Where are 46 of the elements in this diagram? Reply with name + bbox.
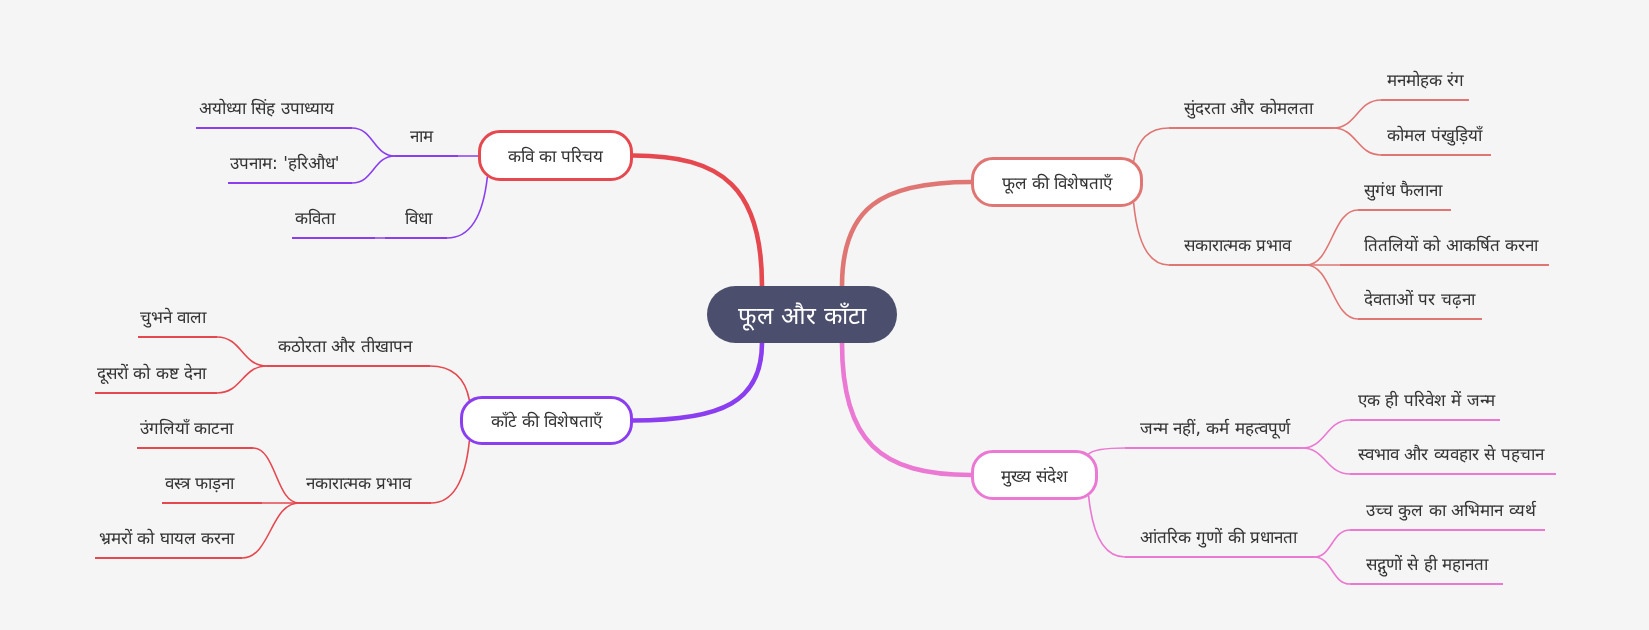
- branch-label: कठोरता और तीखापन: [267, 336, 430, 367]
- branch-label: उच्च कुल का अभिमान व्यर्थ: [1350, 500, 1545, 531]
- branch-label: सुंदरता और कोमलता: [1169, 98, 1333, 129]
- topic-box: कवि का परिचय: [478, 130, 633, 181]
- topic-box: मुख्य संदेश: [971, 450, 1098, 500]
- branch-line: [1301, 447, 1351, 475]
- branch-label: सुगंध फैलाना: [1358, 180, 1451, 211]
- branch-label: देवताओं पर चढ़ना: [1358, 289, 1482, 320]
- branch-line: [1332, 127, 1382, 156]
- branch-label: कोमल पंखुड़ियाँ: [1381, 125, 1491, 156]
- branch-line: [216, 365, 268, 394]
- branch-label: अयोध्या सिंह उपाध्याय: [196, 98, 352, 129]
- topic-box: फूल की विशेषताएँ: [971, 157, 1143, 207]
- branch-line: [457, 155, 479, 157]
- branch-line: [446, 176, 489, 239]
- branch-label: जन्म नहीं, कर्म महत्वपूर्ण: [1125, 418, 1302, 449]
- branch-line: [1132, 127, 1170, 162]
- branch-label: तितलियों को आकर्षित करना: [1340, 235, 1549, 266]
- branch-label: स्वभाव और व्यवहार से पहचान: [1350, 444, 1556, 475]
- branch-label: दूसरों को कष्ट देना: [95, 363, 217, 394]
- branch-line: [374, 237, 386, 239]
- branch-line: [1132, 202, 1170, 266]
- branch-label: विधा: [385, 208, 447, 239]
- branch-label: आंतरिक गुणों की प्रधानता: [1125, 527, 1314, 558]
- central-topic-box: फूल और काँटा: [707, 286, 897, 343]
- branch-line: [1087, 447, 1126, 455]
- branch-label: एक ही परिवेश में जन्म: [1350, 390, 1500, 421]
- branch-line: [429, 365, 471, 401]
- branch-label: वस्त्र फाड़ना: [162, 473, 262, 504]
- topic-box: काँटे की विशेषताएँ: [460, 396, 633, 445]
- branch-label: उंगलियाँ काटना: [137, 418, 253, 449]
- branch-label: भ्रमरों को घायल करना: [95, 528, 242, 559]
- branch-line: [430, 440, 471, 504]
- branch-label: चुभने वाला: [138, 307, 217, 338]
- branch-label: कविता: [292, 208, 375, 239]
- branch-label: उपनाम: 'हरिऔध': [228, 153, 352, 184]
- branch-label: सद्गुणों से ही महानता: [1350, 554, 1503, 585]
- branch-line: [1313, 556, 1351, 585]
- branch-label: नकारात्मक प्रभाव: [299, 473, 431, 504]
- branch-label: सकारात्मक प्रभाव: [1169, 235, 1306, 266]
- branch-line: [241, 502, 300, 559]
- branch-line: [1087, 495, 1126, 558]
- branch-line: [1305, 264, 1359, 320]
- branch-label: नाम: [395, 126, 458, 157]
- branch-label: मनमोहक रंग: [1381, 70, 1469, 101]
- branch-line: [351, 155, 396, 184]
